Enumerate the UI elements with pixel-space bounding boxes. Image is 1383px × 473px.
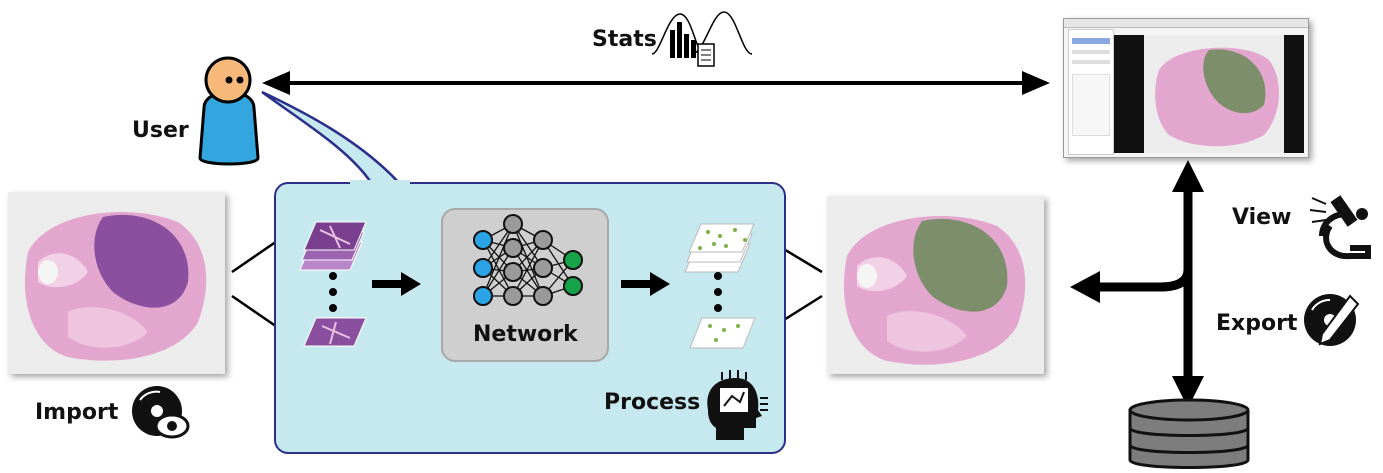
user-label: User xyxy=(132,118,189,143)
view-arrowhead xyxy=(1172,160,1204,192)
stats-label: Stats xyxy=(592,27,657,52)
ellipsis-dot xyxy=(329,304,337,312)
output-arrowhead xyxy=(1070,271,1100,303)
tissue-image xyxy=(24,212,207,361)
branch-arrows xyxy=(1092,188,1193,380)
viewer-sidebar xyxy=(1068,29,1114,155)
ellipsis-dot xyxy=(714,272,722,280)
viewer-titlebar xyxy=(1064,19,1308,28)
view-label: View xyxy=(1232,205,1292,230)
export-label: Export xyxy=(1216,311,1298,336)
network-label: Network xyxy=(473,322,578,347)
ellipsis-dot xyxy=(714,288,722,296)
export-arrowhead xyxy=(1172,376,1204,408)
output-slide xyxy=(827,196,1044,374)
ellipsis-dot xyxy=(329,288,337,296)
input-slide xyxy=(8,192,225,374)
ellipsis-dot xyxy=(714,304,722,312)
network-box: Network xyxy=(441,208,609,362)
viewer-tissue xyxy=(1144,35,1284,153)
ellipsis-dot xyxy=(329,272,337,280)
output-tile-single xyxy=(689,317,756,349)
viewer-canvas xyxy=(1114,35,1304,153)
neural-network-icon xyxy=(473,214,583,306)
output-tile-stack xyxy=(684,223,755,273)
tissue-overlay-image xyxy=(843,216,1026,365)
process-arrow-left xyxy=(372,272,421,296)
user-viewer-arrow xyxy=(262,71,1050,95)
viewer-screenshot xyxy=(1063,18,1309,158)
input-patch-stack xyxy=(299,221,367,271)
import-label: Import xyxy=(35,400,119,425)
process-label: Process xyxy=(604,390,701,415)
process-arrow-right xyxy=(621,272,670,296)
input-patch-single xyxy=(303,317,367,347)
